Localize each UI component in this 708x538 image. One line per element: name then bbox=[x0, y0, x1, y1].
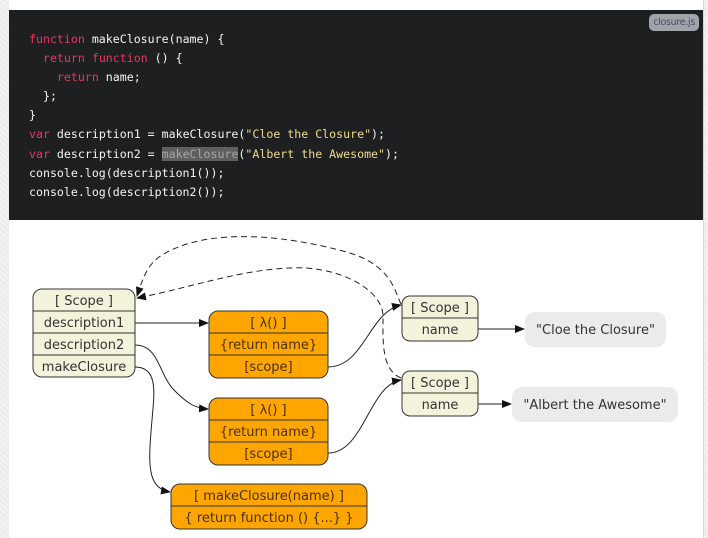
lambda1-title: [ λ() ] bbox=[250, 316, 286, 331]
global-scope-row-description1: description1 bbox=[44, 316, 125, 331]
makeclosure-fn-body: { return function () {...} } bbox=[184, 511, 353, 526]
lambda1-scope: [scope] bbox=[244, 360, 292, 375]
code-text: console.log(description2()); bbox=[29, 184, 225, 199]
closure-diagram: [ Scope ] description1 description2 make… bbox=[9, 220, 703, 538]
value2-text: "Albert the Awesome" bbox=[523, 398, 666, 413]
scope1-node: [ Scope ] name bbox=[401, 295, 479, 342]
edge-description2-lambda2 bbox=[134, 344, 209, 413]
code-line: var description2 = makeClosure("Albert t… bbox=[29, 146, 399, 161]
code-text: ); bbox=[385, 146, 399, 161]
code-line: return function () { bbox=[29, 51, 183, 65]
lambda2-body: {return name} bbox=[220, 425, 317, 440]
code-keyword: function bbox=[91, 51, 148, 66]
code-listing: function makeClosure(name) { return func… bbox=[29, 30, 399, 202]
code-text bbox=[29, 70, 57, 84]
code-text: name; bbox=[98, 70, 141, 85]
value1-node: "Cloe the Closure" bbox=[525, 312, 666, 347]
lambda1-node: [ λ() ] {return name} [scope] bbox=[208, 310, 329, 379]
code-text: description1 = makeClosure( bbox=[49, 127, 246, 142]
code-string: "Albert the Awesome" bbox=[245, 146, 386, 161]
code-line: return name; bbox=[29, 70, 141, 84]
code-keyword: return bbox=[56, 70, 99, 85]
edge-lambda1-scope1 bbox=[327, 303, 402, 368]
code-text: () { bbox=[147, 51, 183, 66]
value2-node: "Albert the Awesome" bbox=[512, 387, 678, 422]
scope1-title: [ Scope ] bbox=[411, 301, 469, 316]
code-text: makeClosure(name) { bbox=[84, 32, 225, 46]
filename-badge: closure.js bbox=[649, 14, 699, 31]
code-line: function makeClosure(name) { bbox=[29, 32, 224, 46]
edge-makeclosure-fn bbox=[134, 366, 171, 495]
code-keyword: function bbox=[29, 32, 85, 46]
scope2-title: [ Scope ] bbox=[411, 376, 469, 391]
code-text: }; bbox=[29, 89, 57, 104]
scope1-row-name: name bbox=[422, 323, 459, 338]
code-keyword: var bbox=[29, 127, 50, 142]
code-block: function makeClosure(name) { return func… bbox=[9, 10, 703, 220]
makeclosure-fn-signature: [ makeClosure(name) ] bbox=[194, 489, 344, 504]
code-text bbox=[29, 51, 43, 65]
global-scope-row-makeclosure: makeClosure bbox=[42, 360, 126, 375]
code-string: "Cloe the Closure" bbox=[245, 127, 372, 142]
edge-scope1-parent bbox=[136, 236, 402, 305]
lambda1-body: {return name} bbox=[220, 338, 317, 353]
code-keyword: return bbox=[42, 51, 85, 66]
code-text: description2 = bbox=[49, 146, 162, 161]
code-text bbox=[85, 51, 92, 65]
code-line: }; bbox=[29, 89, 57, 103]
global-scope-row-description2: description2 bbox=[44, 338, 125, 353]
global-scope-node: [ Scope ] description1 description2 make… bbox=[32, 288, 136, 378]
code-text: ); bbox=[371, 127, 386, 142]
code-line: console.log(description2()); bbox=[29, 185, 224, 199]
code-text: console.log(description1()); bbox=[29, 165, 225, 180]
lambda2-title: [ λ() ] bbox=[250, 403, 286, 418]
scope2-node: [ Scope ] name bbox=[401, 370, 479, 417]
code-keyword: var bbox=[29, 146, 50, 161]
diagram-svg: [ Scope ] description1 description2 make… bbox=[32, 236, 678, 530]
top-strip bbox=[9, 0, 703, 10]
scope2-row-name: name bbox=[422, 398, 459, 413]
value1-text: "Cloe the Closure" bbox=[536, 323, 655, 338]
global-scope-title: [ Scope ] bbox=[55, 294, 113, 309]
code-line: var description1 = makeClosure("Cloe the… bbox=[29, 127, 385, 141]
code-line: console.log(description1()); bbox=[29, 166, 224, 180]
code-text: } bbox=[29, 108, 36, 123]
code-text: ( bbox=[238, 146, 246, 161]
lambda2-node: [ λ() ] {return name} [scope] bbox=[208, 397, 329, 466]
makeclosure-fn-node: [ makeClosure(name) ] { return function … bbox=[170, 483, 368, 530]
page-edge-right bbox=[703, 0, 708, 538]
edge-scope2-parent bbox=[136, 267, 402, 379]
edge-lambda2-scope2 bbox=[327, 377, 402, 454]
code-line: } bbox=[29, 108, 36, 122]
code-highlight[interactable]: makeClosure bbox=[161, 146, 239, 161]
lambda2-scope: [scope] bbox=[244, 447, 292, 462]
